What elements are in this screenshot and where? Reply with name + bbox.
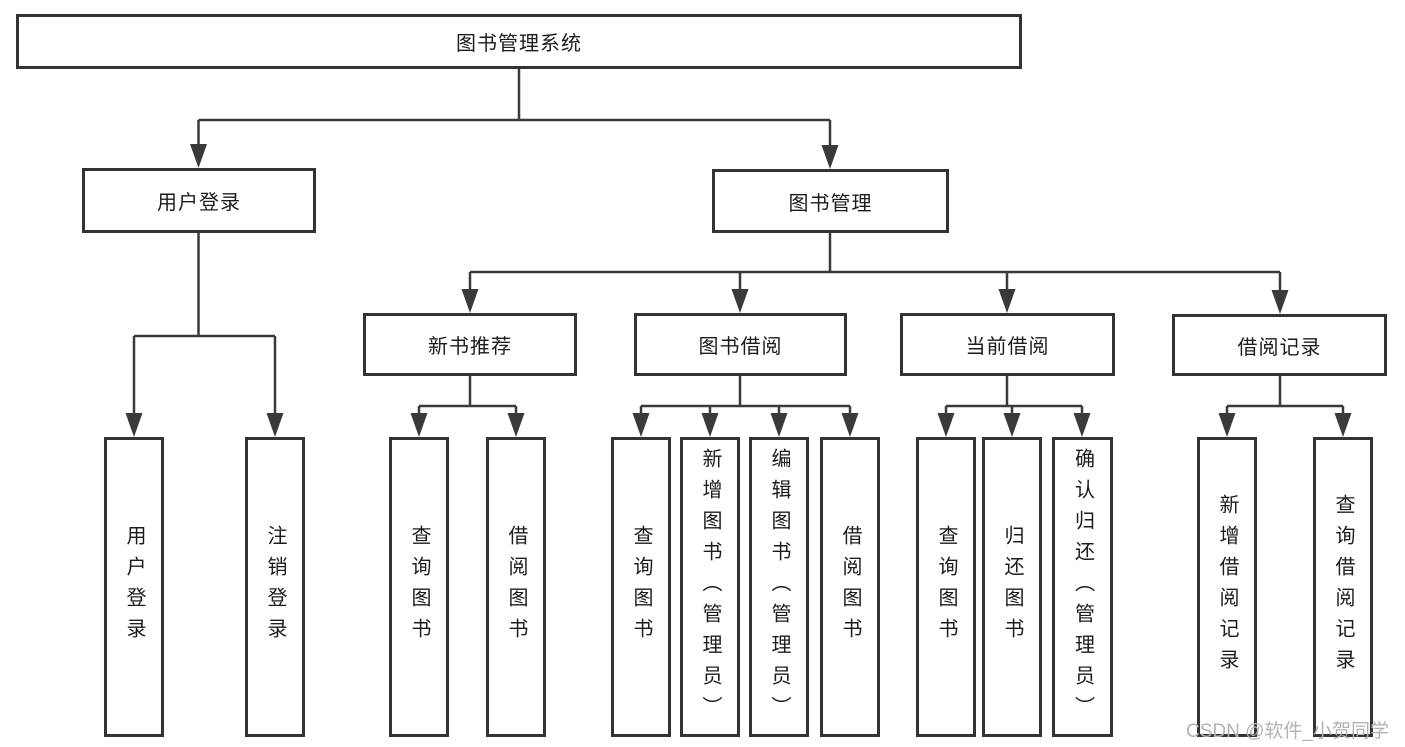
node-new-book-recommend: 新书推荐	[363, 313, 577, 376]
csdn-watermark: CSDN @软件_小贺同学	[1186, 721, 1389, 742]
leaf-edit-books-admin-label: 编辑图书（管理员）	[768, 447, 790, 727]
node-book-borrow-label: 图书借阅	[698, 336, 783, 358]
leaf-return-books: 归还图书	[982, 437, 1042, 737]
leaf-return-books-label: 归还图书	[1001, 525, 1023, 649]
leaf-add-borrow-record-label: 新增借阅记录	[1216, 494, 1238, 680]
leaf-borrow-books-label: 借阅图书	[839, 525, 861, 649]
leaf-add-books-admin-label: 新增图书（管理员）	[699, 447, 721, 727]
leaf-edit-books-admin: 编辑图书（管理员）	[749, 437, 809, 737]
leaf-recommend-query-books: 查询图书	[389, 437, 449, 737]
leaf-confirm-return-admin-label: 确认归还（管理员）	[1071, 447, 1094, 727]
node-current-borrow: 当前借阅	[900, 313, 1115, 376]
leaf-borrow-query-books: 查询图书	[611, 437, 671, 737]
node-book-management-label: 图书管理	[788, 192, 873, 215]
node-book-borrow: 图书借阅	[634, 313, 847, 376]
leaf-borrow-query-books-label: 查询图书	[630, 525, 652, 649]
node-user-login: 用户登录	[82, 168, 316, 233]
leaf-user-login-label: 用户登录	[123, 525, 145, 649]
node-root: 图书管理系统	[16, 14, 1022, 69]
node-root-label: 图书管理系统	[456, 33, 582, 55]
leaf-recommend-borrow-books-label: 借阅图书	[505, 525, 527, 649]
leaf-logout: 注销登录	[245, 437, 305, 737]
leaf-add-borrow-record: 新增借阅记录	[1197, 437, 1257, 737]
node-new-book-recommend-label: 新书推荐	[428, 336, 512, 358]
node-borrow-records-label: 借阅记录	[1237, 336, 1322, 359]
node-current-borrow-label: 当前借阅	[965, 336, 1050, 358]
node-user-login-label: 用户登录	[157, 192, 241, 214]
leaf-recommend-borrow-books: 借阅图书	[486, 437, 546, 737]
node-book-management: 图书管理	[712, 169, 949, 233]
leaf-current-query-books-label: 查询图书	[935, 525, 957, 649]
leaf-query-borrow-record-label: 查询借阅记录	[1332, 494, 1354, 680]
leaf-add-books-admin: 新增图书（管理员）	[680, 437, 740, 737]
leaf-user-login: 用户登录	[104, 437, 164, 737]
node-borrow-records: 借阅记录	[1172, 314, 1387, 376]
leaf-query-borrow-record: 查询借阅记录	[1313, 437, 1373, 737]
leaf-recommend-query-books-label: 查询图书	[408, 525, 430, 649]
leaf-borrow-books: 借阅图书	[820, 437, 880, 737]
leaf-confirm-return-admin: 确认归还（管理员）	[1052, 437, 1113, 737]
leaf-logout-label: 注销登录	[264, 525, 286, 649]
leaf-current-query-books: 查询图书	[916, 437, 976, 737]
